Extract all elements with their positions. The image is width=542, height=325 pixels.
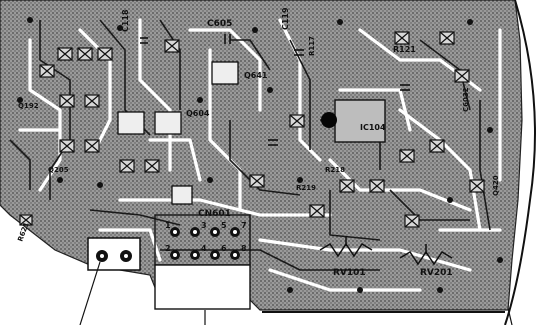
resistor-17 <box>439 31 455 45</box>
pin-3-label: 3 <box>201 221 207 230</box>
label-r219: R219 <box>296 184 316 192</box>
label-q420: Q420 <box>492 175 500 196</box>
label-r218: R218 <box>325 166 345 174</box>
resistor-5 <box>59 94 75 108</box>
label-c118: C118 <box>121 9 130 32</box>
transistor-q604-b <box>154 111 182 135</box>
transistor-q641 <box>211 61 239 85</box>
resistor-10 <box>144 159 160 173</box>
resistor-23 <box>19 214 33 226</box>
components <box>19 31 485 228</box>
resistor-24 <box>39 64 55 78</box>
label-r117: R117 <box>308 36 316 56</box>
solder-pads <box>17 17 503 293</box>
label-q192: Q192 <box>18 102 39 110</box>
resistor-3 <box>97 47 113 61</box>
resistor-11 <box>249 174 265 188</box>
label-rv201: RV201 <box>420 268 453 278</box>
cn601-connector <box>154 214 251 310</box>
resistor-22 <box>469 179 485 193</box>
copper-traces <box>9 19 491 271</box>
resistor-13 <box>339 179 355 193</box>
resistor-2 <box>77 47 93 61</box>
leader-lines <box>79 261 513 325</box>
resistor-14 <box>369 179 385 193</box>
label-cn601: CN601 <box>198 209 231 219</box>
capacitors <box>140 34 410 146</box>
label-q604: Q604 <box>186 109 210 118</box>
label-c6032: C6032 <box>462 87 470 112</box>
ic104-package <box>321 99 386 143</box>
label-rv101: RV101 <box>333 268 366 278</box>
pin-2-label: 2 <box>165 244 171 253</box>
resistor-20 <box>404 214 420 228</box>
pin-1-label: 1 <box>165 221 171 230</box>
label-c605: C605 <box>207 19 232 29</box>
transistors <box>117 61 239 205</box>
board-edge-curve <box>504 0 536 325</box>
resistor-6 <box>84 94 100 108</box>
label-q205: Q205 <box>48 166 69 174</box>
pin-4-label: 4 <box>201 244 207 253</box>
pin-6-label: 6 <box>221 244 227 253</box>
transistor-q604-a <box>117 111 145 135</box>
resistor-7 <box>59 139 75 153</box>
resistor-8 <box>84 139 100 153</box>
pin-5-label: 5 <box>221 221 227 230</box>
left-connector <box>87 237 141 271</box>
transistor-small-a <box>171 185 193 205</box>
pin-7-label: 7 <box>241 221 247 230</box>
resistor-16 <box>429 139 445 153</box>
resistor-9 <box>119 159 135 173</box>
resistor-12 <box>289 114 305 128</box>
resistor-15 <box>399 149 415 163</box>
pin-8-label: 8 <box>241 244 247 253</box>
resistor-1 <box>57 47 73 61</box>
resistor-19 <box>454 69 470 83</box>
resistor-4 <box>164 39 180 53</box>
label-ic104: IC104 <box>360 123 386 132</box>
resistor-21 <box>309 204 325 218</box>
resistor-18 <box>394 31 410 45</box>
label-c119: C119 <box>281 7 290 30</box>
potentiometers <box>319 236 453 266</box>
label-q641: Q641 <box>244 71 268 80</box>
label-r121: R121 <box>393 45 416 54</box>
